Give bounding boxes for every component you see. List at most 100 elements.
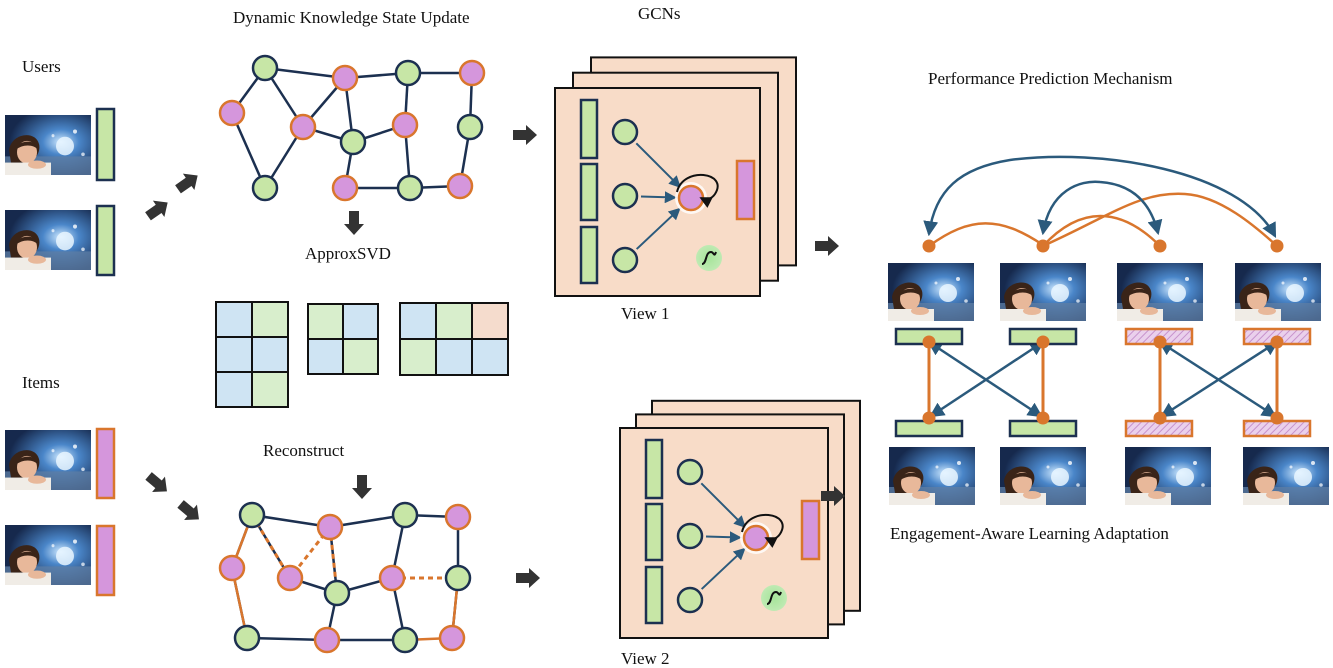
- engagement-photo-bottom: [889, 447, 975, 505]
- graph-edge: [230, 112, 267, 189]
- graph-node-user: [391, 626, 419, 654]
- approx-svd-label: ApproxSVD: [305, 244, 391, 263]
- engagement-node-bottom: [1036, 411, 1050, 425]
- graph-node-user: [251, 174, 279, 202]
- gcns-title: GCNs: [638, 4, 681, 23]
- gcn-message-arrow: [700, 482, 746, 528]
- items-label: Items: [22, 373, 60, 392]
- engagement-node-top: [1270, 335, 1284, 349]
- graph-node-item: [218, 554, 246, 582]
- gcn-feature-bar-view2: [644, 565, 664, 625]
- self-loop-arrow-icon: [676, 174, 719, 208]
- gcn-neighbor-node: [611, 182, 639, 210]
- gcn-neighbor-node: [676, 458, 704, 486]
- performance-title: Performance Prediction Mechanism: [928, 69, 1173, 88]
- view2-label: View 2: [621, 649, 670, 668]
- engagement-photo-bottom: [1000, 447, 1086, 505]
- gcn-output-embedding-view1: [735, 159, 756, 221]
- graph-node-item: [391, 111, 419, 139]
- graph-node-item: [378, 564, 406, 592]
- graph-node-item: [313, 626, 341, 654]
- arrow-users-to-graph-a: [145, 200, 168, 221]
- arrow-view2-out: [821, 486, 845, 506]
- gcn-neighbor-node: [676, 586, 704, 614]
- graph-node-item: [331, 174, 359, 202]
- engagement-node-top: [922, 335, 936, 349]
- item-photo-1: [5, 430, 91, 490]
- item-photo-2: [5, 525, 91, 585]
- graph-node-item: [444, 503, 472, 531]
- graph-node-user: [251, 54, 279, 82]
- gcn-feature-bar-view1: [579, 225, 599, 285]
- gcn-message-arrow: [640, 191, 677, 204]
- prediction-node: [922, 239, 936, 253]
- arrow-users-to-graph-b: [175, 173, 198, 194]
- sigmoid-activation-icon: [696, 245, 722, 271]
- engagement-photo-top: [1235, 263, 1321, 321]
- arrow-items-to-graph-b: [177, 500, 199, 520]
- gcn-message-arrow: [635, 207, 681, 250]
- engagement-photo-top: [888, 263, 974, 321]
- user-embedding-1: [95, 107, 116, 182]
- blue-cross-arrow: [1160, 340, 1279, 418]
- engagement-node-bottom: [1270, 411, 1284, 425]
- users-label: Users: [22, 57, 61, 76]
- arrow-approx-svd: [344, 211, 364, 235]
- graph-node-item: [276, 564, 304, 592]
- gcn-feature-bar-view2: [644, 502, 664, 562]
- engagement-photo-bottom: [1125, 447, 1211, 505]
- prediction-node: [1036, 239, 1050, 253]
- engagement-photo-bottom: [1243, 447, 1329, 505]
- graph-edge: [264, 66, 346, 80]
- gcn-neighbor-node: [676, 522, 704, 550]
- graph-node-user: [323, 579, 351, 607]
- gcn-message-arrow: [635, 142, 681, 188]
- gcn-neighbor-node: [611, 246, 639, 274]
- gcn-target-node: [742, 524, 770, 552]
- prediction-node: [1270, 239, 1284, 253]
- gcn-target-node: [677, 184, 705, 212]
- graph-node-user: [238, 501, 266, 529]
- graph-node-item: [458, 59, 486, 87]
- arrow-to-gcn-view1: [513, 125, 537, 145]
- arrow-to-gcn-view2: [516, 568, 540, 588]
- graph-node-user: [394, 59, 422, 87]
- view1-label: View 1: [621, 304, 670, 323]
- gcn-output-embedding-view2: [800, 499, 821, 561]
- gcn-feature-bar-view2: [644, 438, 664, 500]
- dynamic-update-title: Dynamic Knowledge State Update: [233, 8, 470, 27]
- graph-node-item: [331, 64, 359, 92]
- user-photo-1: [5, 115, 91, 175]
- graph-node-item: [446, 172, 474, 200]
- blue-dependency-arc: [1037, 180, 1163, 236]
- blue-cross-arrow: [929, 340, 1045, 418]
- engagement-node-top: [1153, 335, 1167, 349]
- engagement-title: Engagement-Aware Learning Adaptation: [890, 524, 1169, 543]
- reconstruct-label: Reconstruct: [263, 441, 345, 460]
- engagement-photo-top: [1000, 263, 1086, 321]
- graph-node-item: [316, 513, 344, 541]
- graph-node-item: [438, 624, 466, 652]
- gcn-neighbor-node: [611, 118, 639, 146]
- prediction-node: [1153, 239, 1167, 253]
- graph-node-item: [289, 113, 317, 141]
- arrow-to-prediction: [815, 236, 839, 256]
- orange-link: [928, 222, 1044, 248]
- sigmoid-activation-icon: [761, 585, 787, 611]
- arrow-reconstruct: [352, 475, 372, 499]
- sigmoid-curve: [766, 590, 782, 605]
- graph-node-user: [396, 174, 424, 202]
- matrix-v: [399, 302, 509, 376]
- user-embedding-2: [95, 204, 116, 277]
- arrow-items-to-graph-a: [145, 472, 167, 492]
- item-embedding-1: [95, 427, 116, 500]
- gcn-message-arrow: [700, 547, 746, 590]
- gcn-message-arrow: [705, 531, 742, 544]
- engagement-node-bottom: [1153, 411, 1167, 425]
- graph-node-user: [339, 128, 367, 156]
- gcn-feature-bar-view1: [579, 162, 599, 222]
- user-photo-2: [5, 210, 91, 270]
- engagement-photo-top: [1117, 263, 1203, 321]
